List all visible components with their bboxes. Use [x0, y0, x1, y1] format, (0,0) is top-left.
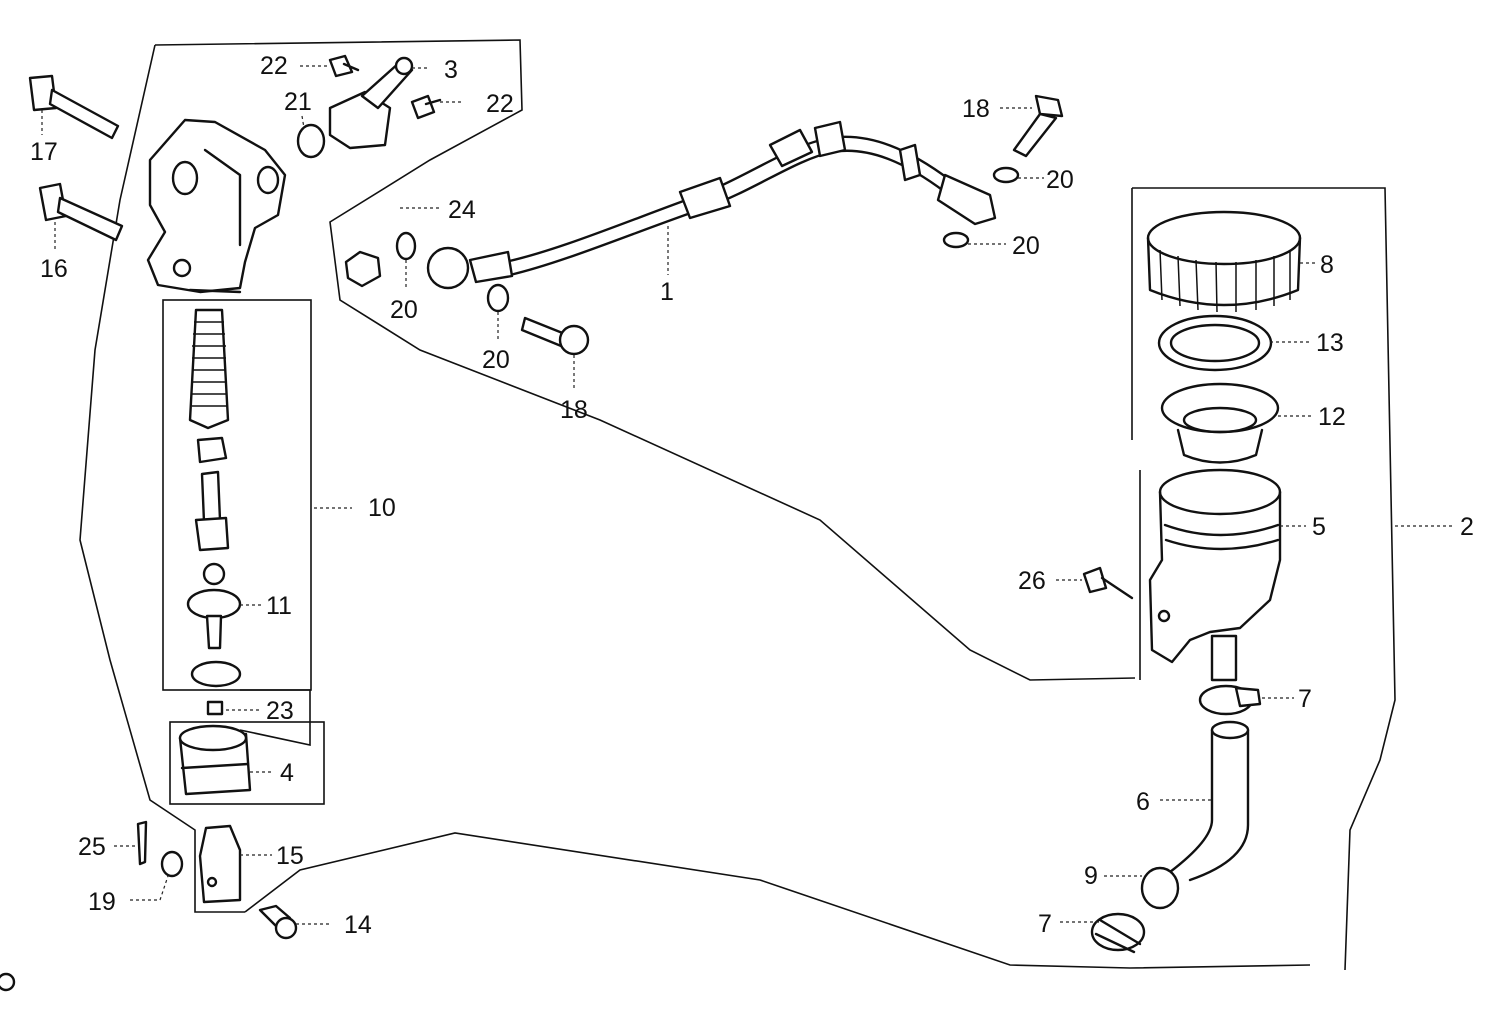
callout-24: 24	[448, 196, 476, 224]
callout-7-upper: 7	[1298, 685, 1312, 713]
corner-mark	[0, 972, 16, 992]
callout-1: 1	[660, 278, 674, 306]
bolt-16	[38, 182, 124, 242]
reservoir-body-5	[1148, 468, 1282, 682]
boot-spring	[188, 308, 230, 430]
kit-4-frame	[169, 721, 325, 805]
washer-19	[160, 850, 184, 878]
callout-4: 4	[280, 759, 294, 787]
screw-26	[1082, 566, 1134, 600]
callout-7-lower: 7	[1038, 910, 1052, 938]
callout-20-d: 20	[1012, 232, 1040, 260]
washer-20-b	[486, 283, 510, 313]
callout-25: 25	[78, 833, 106, 861]
callout-8: 8	[1320, 251, 1334, 279]
push-rod	[194, 470, 230, 552]
bolt-17	[28, 74, 120, 140]
boot-4	[178, 724, 252, 796]
callout-17: 17	[30, 138, 58, 166]
bolt-18-upper	[1012, 94, 1064, 158]
kit-23-bracket	[239, 689, 311, 746]
callout-21: 21	[284, 88, 312, 116]
callout-14: 14	[344, 911, 372, 939]
callout-22-upper: 22	[260, 52, 288, 80]
callout-3: 3	[444, 56, 458, 84]
callout-22-lower: 22	[486, 90, 514, 118]
screw-22-upper	[328, 54, 360, 78]
piston-11	[186, 562, 242, 650]
callout-18-lower: 18	[560, 396, 588, 424]
cup	[190, 660, 242, 688]
callout-6: 6	[1136, 788, 1150, 816]
callout-5: 5	[1312, 513, 1326, 541]
callout-16: 16	[40, 255, 68, 283]
brake-hose-1	[426, 120, 997, 290]
callout-19: 19	[88, 888, 116, 916]
master-cylinder-group-outline	[79, 39, 1311, 969]
seal	[196, 436, 228, 464]
cotter-pin-25	[136, 820, 148, 866]
o-ring-21	[296, 123, 326, 159]
reservoir-cap-8	[1146, 210, 1302, 313]
callout-18-upper: 18	[962, 95, 990, 123]
bolt-18-lower	[520, 316, 590, 356]
washer-20-a	[395, 231, 417, 261]
callout-labels: 17 16 22 3 21 22 10 11 23 4 25 15 19 14 …	[30, 52, 1474, 939]
screw-22-lower	[410, 94, 442, 120]
callout-12: 12	[1318, 403, 1346, 431]
reservoir-hose-6	[1168, 720, 1250, 882]
callout-15: 15	[276, 842, 304, 870]
callout-13: 13	[1316, 329, 1344, 357]
washer-20-c	[992, 166, 1020, 184]
leader-lines	[41, 65, 1452, 925]
master-cylinder-body	[146, 118, 287, 294]
washer-20-d	[942, 231, 970, 249]
callout-23: 23	[266, 697, 294, 725]
callout-10: 10	[368, 494, 396, 522]
kit-10-frame	[162, 299, 312, 691]
plate-13	[1157, 314, 1273, 372]
callout-11: 11	[266, 592, 292, 620]
callout-26: 26	[1018, 567, 1046, 595]
clevis-15	[198, 824, 242, 904]
diaphragm-12	[1160, 382, 1280, 464]
callout-20-a: 20	[390, 296, 418, 324]
callout-20-c: 20	[1046, 166, 1074, 194]
callout-2: 2	[1460, 513, 1474, 541]
reservoir-group-outline	[1131, 187, 1396, 971]
callout-20-b: 20	[482, 346, 510, 374]
cap-24	[344, 250, 382, 288]
pin-14	[258, 904, 298, 940]
callout-9: 9	[1084, 862, 1098, 890]
joint-3	[328, 56, 414, 150]
nut-23	[206, 700, 224, 716]
clip-9	[1140, 866, 1180, 910]
clamp-7-lower	[1090, 912, 1146, 954]
clamp-7-upper	[1198, 684, 1262, 716]
